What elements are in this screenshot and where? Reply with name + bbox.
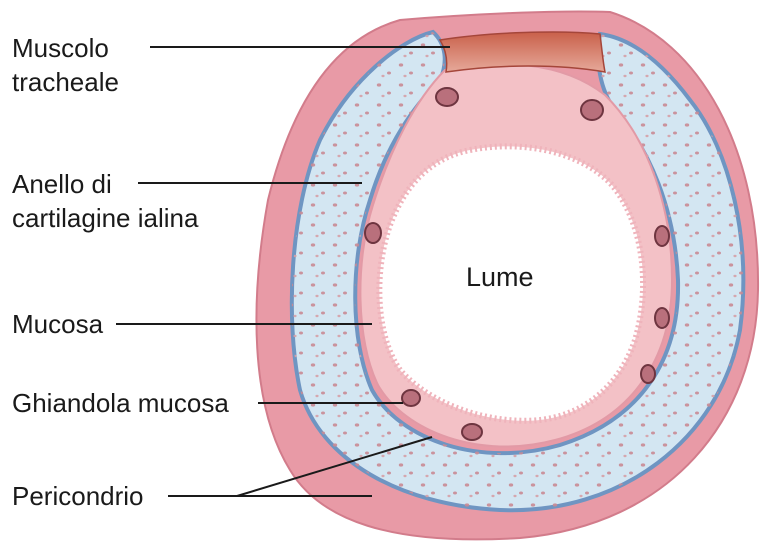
label-muscolo-tracheale: Muscolo tracheale: [12, 31, 119, 99]
gland: [402, 390, 420, 406]
gland: [641, 365, 655, 383]
gland: [655, 226, 669, 246]
label-lume: Lume: [466, 262, 534, 293]
label-anello-line2: cartilagine ialina: [12, 201, 198, 235]
gland: [436, 88, 458, 106]
gland: [365, 223, 381, 243]
label-ghiandola-mucosa: Ghiandola mucosa: [12, 386, 229, 420]
label-muscolo-line2: tracheale: [12, 65, 119, 99]
gland: [581, 100, 603, 120]
tracheal-muscle: [440, 32, 605, 72]
gland: [655, 308, 669, 328]
gland: [462, 424, 482, 440]
label-anello-line1: Anello di: [12, 167, 198, 201]
label-mucosa: Mucosa: [12, 307, 103, 341]
label-muscolo-line1: Muscolo: [12, 31, 119, 65]
label-pericondrio: Pericondrio: [12, 479, 144, 513]
label-anello-cartilagine: Anello di cartilagine ialina: [12, 167, 198, 235]
